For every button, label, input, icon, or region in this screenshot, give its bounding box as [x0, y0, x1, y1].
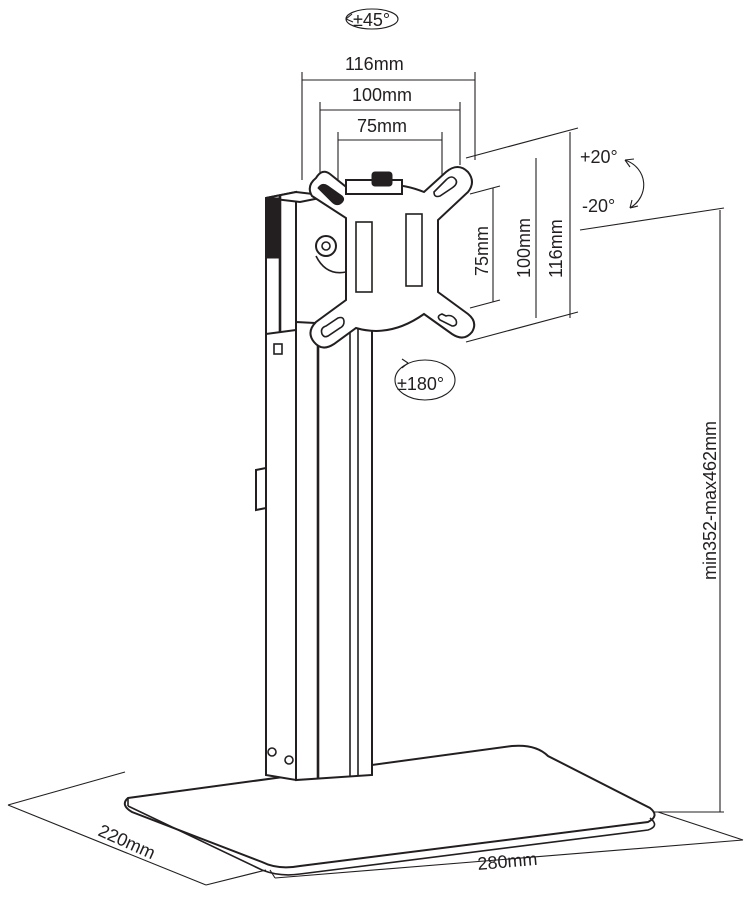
base-width-label: 280mm: [477, 849, 539, 874]
vesa-v-100-label: 100mm: [514, 218, 534, 278]
vesa-bracket: [308, 166, 476, 349]
vesa-v-116-label: 116mm: [546, 219, 566, 278]
tilt-up-label: +20°: [580, 147, 618, 167]
vesa-horizontal-dimensions: 116mm 100mm 75mm: [301, 54, 476, 185]
rotation-label: ±180°: [397, 374, 444, 394]
column: [255, 190, 373, 782]
vesa-vertical-dimensions: 75mm 100mm 116mm: [465, 127, 579, 343]
height-label: min352-max462mm: [700, 421, 720, 580]
base-plate: [123, 744, 656, 876]
tilt-indicator: +20° -20°: [580, 147, 645, 216]
vesa-v-75-label: 75mm: [472, 226, 492, 276]
vesa-h-116-label: 116mm: [345, 54, 404, 74]
tilt-down-label: -20°: [582, 196, 615, 216]
height-dimension: min352-max462mm: [579, 207, 725, 813]
swivel-indicator: ±45°: [345, 8, 399, 30]
rotation-indicator: ±180°: [394, 358, 456, 401]
base-depth-label: 220mm: [95, 820, 158, 863]
swivel-label: ±45°: [353, 10, 390, 30]
vesa-h-100-label: 100mm: [352, 85, 412, 105]
vesa-h-75-label: 75mm: [357, 116, 407, 136]
